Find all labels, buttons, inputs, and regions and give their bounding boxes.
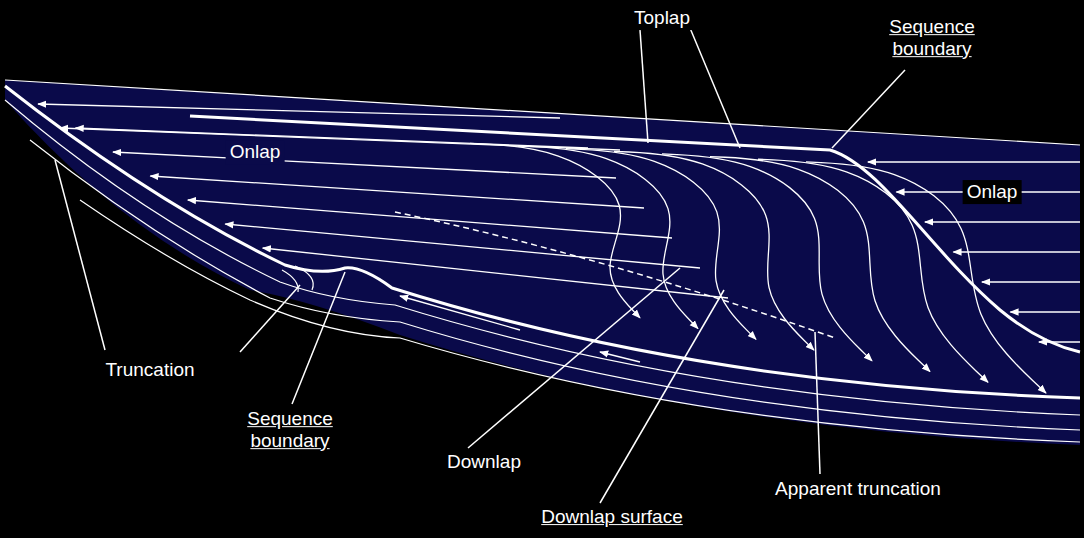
onlap-reflector bbox=[38, 104, 560, 118]
onlap-arrow bbox=[925, 221, 1080, 222]
older-layers bbox=[5, 100, 1080, 442]
truncation-label: Truncation bbox=[101, 358, 198, 382]
clinoform bbox=[614, 151, 814, 350]
downlap-label: Downlap bbox=[443, 450, 525, 474]
apparent-truncation-label: Apparent truncation bbox=[771, 477, 945, 501]
onlap-label: Onlap bbox=[226, 140, 285, 164]
reflectors bbox=[38, 104, 1080, 393]
clinoform bbox=[758, 159, 988, 382]
onlap-arrow bbox=[1039, 341, 1080, 342]
onlap-reflector bbox=[60, 128, 620, 150]
sequence-boundary-label: Sequence boundary bbox=[227, 407, 353, 453]
onlap-reflector bbox=[225, 224, 700, 268]
onlap-arrow bbox=[1010, 311, 1080, 312]
downlap-surface-label: Downlap surface bbox=[537, 505, 687, 529]
onlap-arrow bbox=[953, 251, 1080, 252]
sequence-boundary-line bbox=[5, 86, 1080, 398]
onlap-reflector bbox=[188, 200, 672, 238]
onlap-reflector bbox=[400, 296, 520, 330]
clinoform bbox=[806, 162, 1046, 393]
onlap-reflector bbox=[113, 152, 616, 178]
leader-lines bbox=[55, 28, 905, 503]
clinoform bbox=[662, 154, 872, 361]
onlap-label: Onlap bbox=[963, 180, 1022, 204]
onlap-arrow bbox=[868, 161, 1080, 162]
clinoform bbox=[470, 143, 640, 317]
onlap-reflector bbox=[263, 248, 728, 298]
sediment-body bbox=[5, 80, 1080, 445]
toplap-label: Toplap bbox=[630, 6, 694, 30]
onlap-arrow bbox=[982, 281, 1080, 282]
onlap-reflector bbox=[600, 352, 640, 362]
sequence-boundary-line bbox=[190, 116, 1080, 352]
clinoform bbox=[710, 157, 930, 372]
sequence-boundary-label: Sequence boundary bbox=[869, 15, 995, 61]
